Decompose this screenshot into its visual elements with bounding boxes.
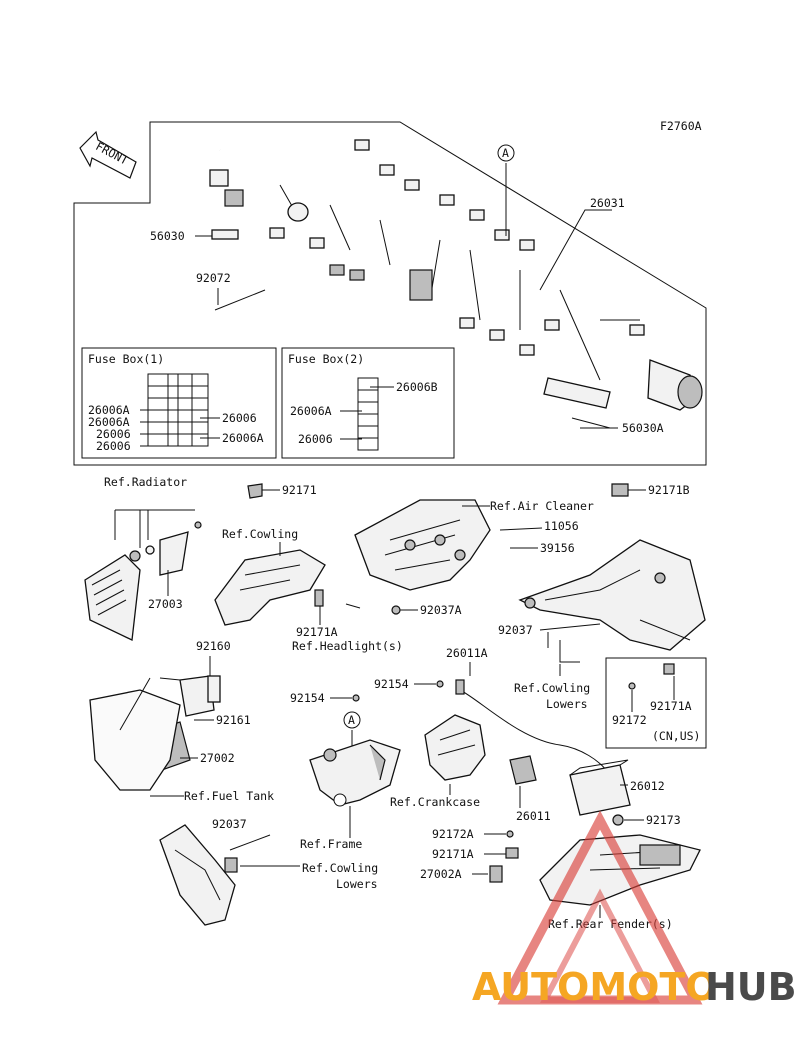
part-92171a-2: 92171A — [650, 699, 692, 713]
fuse-box-1-right-2: 26006A — [222, 431, 264, 445]
part-27002: 27002 — [200, 751, 235, 765]
harness-part-number: 26031 — [590, 196, 625, 210]
part-92037a: 92037A — [420, 603, 462, 617]
fuse-box-1-right-1: 26006 — [222, 411, 257, 425]
harness-box — [73, 121, 707, 466]
ref-crankcase: Ref.Crankcase — [390, 795, 480, 809]
connector-1 — [354, 139, 370, 151]
marker-a-label-1: A — [502, 146, 509, 160]
part-92037-1: 92037 — [498, 623, 533, 637]
part-92172-1: 92172 — [612, 713, 647, 727]
ref-fuel-tank: Ref.Fuel Tank — [184, 789, 274, 803]
part-92154-2: 92154 — [374, 677, 409, 691]
part-39156: 39156 — [540, 541, 575, 555]
part-92160: 92160 — [196, 639, 231, 653]
fuse-box-1-left-4: 26006 — [96, 439, 131, 453]
part-92172a: 92172A — [432, 827, 474, 841]
part-26012: 26012 — [630, 779, 665, 793]
fuse-box-1-left-2: 26006A — [88, 415, 130, 429]
radiator-parts — [84, 509, 202, 641]
part-26011a: 26011A — [446, 646, 488, 660]
part-92171: 92171 — [282, 483, 317, 497]
bolt-92173 — [612, 814, 624, 826]
connector-26011 — [509, 755, 537, 785]
fuse-box-2-left-2: 26006 — [298, 432, 333, 446]
wiring-harness — [209, 139, 703, 429]
ref-rear-fender: Ref.Rear Fender(s) — [548, 917, 673, 931]
fuse-box-2-top: 26006B — [396, 380, 438, 394]
part-92171a-3: 92171A — [432, 847, 474, 861]
fuel-tank-parts — [89, 675, 221, 791]
fuse-box-2: Fuse Box(2) 26006B 26006A 26006 — [281, 347, 455, 459]
part-27002a: 27002A — [420, 867, 462, 881]
marker-a-label-2: A — [348, 713, 355, 727]
connector-label: 56030 — [150, 229, 185, 243]
part-92171a-1: 92171A — [296, 625, 338, 639]
bolt-92037a — [391, 605, 401, 615]
part-92171b: 92171B — [648, 483, 690, 497]
bracket-92171b — [611, 483, 629, 497]
bracket-92171 — [247, 483, 263, 499]
watermark-part1: AUTOMOTO — [472, 965, 718, 1009]
upper-cowling-right — [518, 539, 706, 651]
figure-code: F2760A — [660, 119, 702, 133]
ref-cowling: Ref.Cowling — [222, 527, 298, 541]
clamp-label: 92072 — [196, 271, 231, 285]
connector-label-2: 56030A — [622, 421, 664, 435]
cn-us-label: (CN,US) — [652, 729, 700, 743]
fuse-box-1: Fuse Box(1) 26006A 26006A 26006 26006 26… — [81, 347, 277, 459]
fuse-box-2-title: Fuse Box(2) — [288, 352, 364, 366]
ref-cowling-lowers-2b: Lowers — [336, 877, 378, 891]
crankcase-part — [424, 714, 486, 781]
ref-cowling-lowers-1: Ref.Cowling — [514, 681, 590, 695]
lower-cowling-left — [159, 824, 238, 926]
part-11056: 11056 — [544, 519, 579, 533]
fuse-box-2-left-1: 26006A — [290, 404, 332, 418]
ref-radiator: Ref.Radiator — [104, 475, 187, 489]
front-arrow: FRONT — [79, 130, 137, 179]
part-92037-2: 92037 — [212, 817, 247, 831]
part-92154-1: 92154 — [290, 691, 325, 705]
fuse-box-1-left-3: 26006 — [96, 427, 131, 441]
air-cleaner-part — [354, 499, 491, 591]
watermark-part2: HUB — [705, 965, 797, 1009]
ref-cowling-lowers-1b: Lowers — [546, 697, 588, 711]
ref-frame: Ref.Frame — [300, 837, 362, 851]
ref-headlight: Ref.Headlight(s) — [292, 639, 403, 653]
part-92161: 92161 — [216, 713, 251, 727]
fuse-box-1-title: Fuse Box(1) — [88, 352, 164, 366]
cn-us-box: 92172 92171A (CN,US) — [605, 657, 707, 749]
watermark-logo — [497, 810, 703, 1005]
marker-a-1 — [497, 144, 515, 162]
marker-a-2 — [343, 711, 361, 729]
ref-air-cleaner: Ref.Air Cleaner — [490, 499, 594, 513]
battery-part — [569, 759, 631, 816]
frame-part — [309, 739, 401, 807]
cable-26011a — [459, 689, 611, 776]
part-26011: 26011 — [516, 809, 551, 823]
part-27002a-shape — [489, 865, 503, 883]
part-27003: 27003 — [148, 597, 183, 611]
cowling-part — [214, 549, 361, 626]
part-92173: 92173 — [646, 813, 681, 827]
fuse-box-1-left-1: 26006A — [88, 403, 130, 417]
ref-cowling-lowers-2: Ref.Cowling — [302, 861, 378, 875]
